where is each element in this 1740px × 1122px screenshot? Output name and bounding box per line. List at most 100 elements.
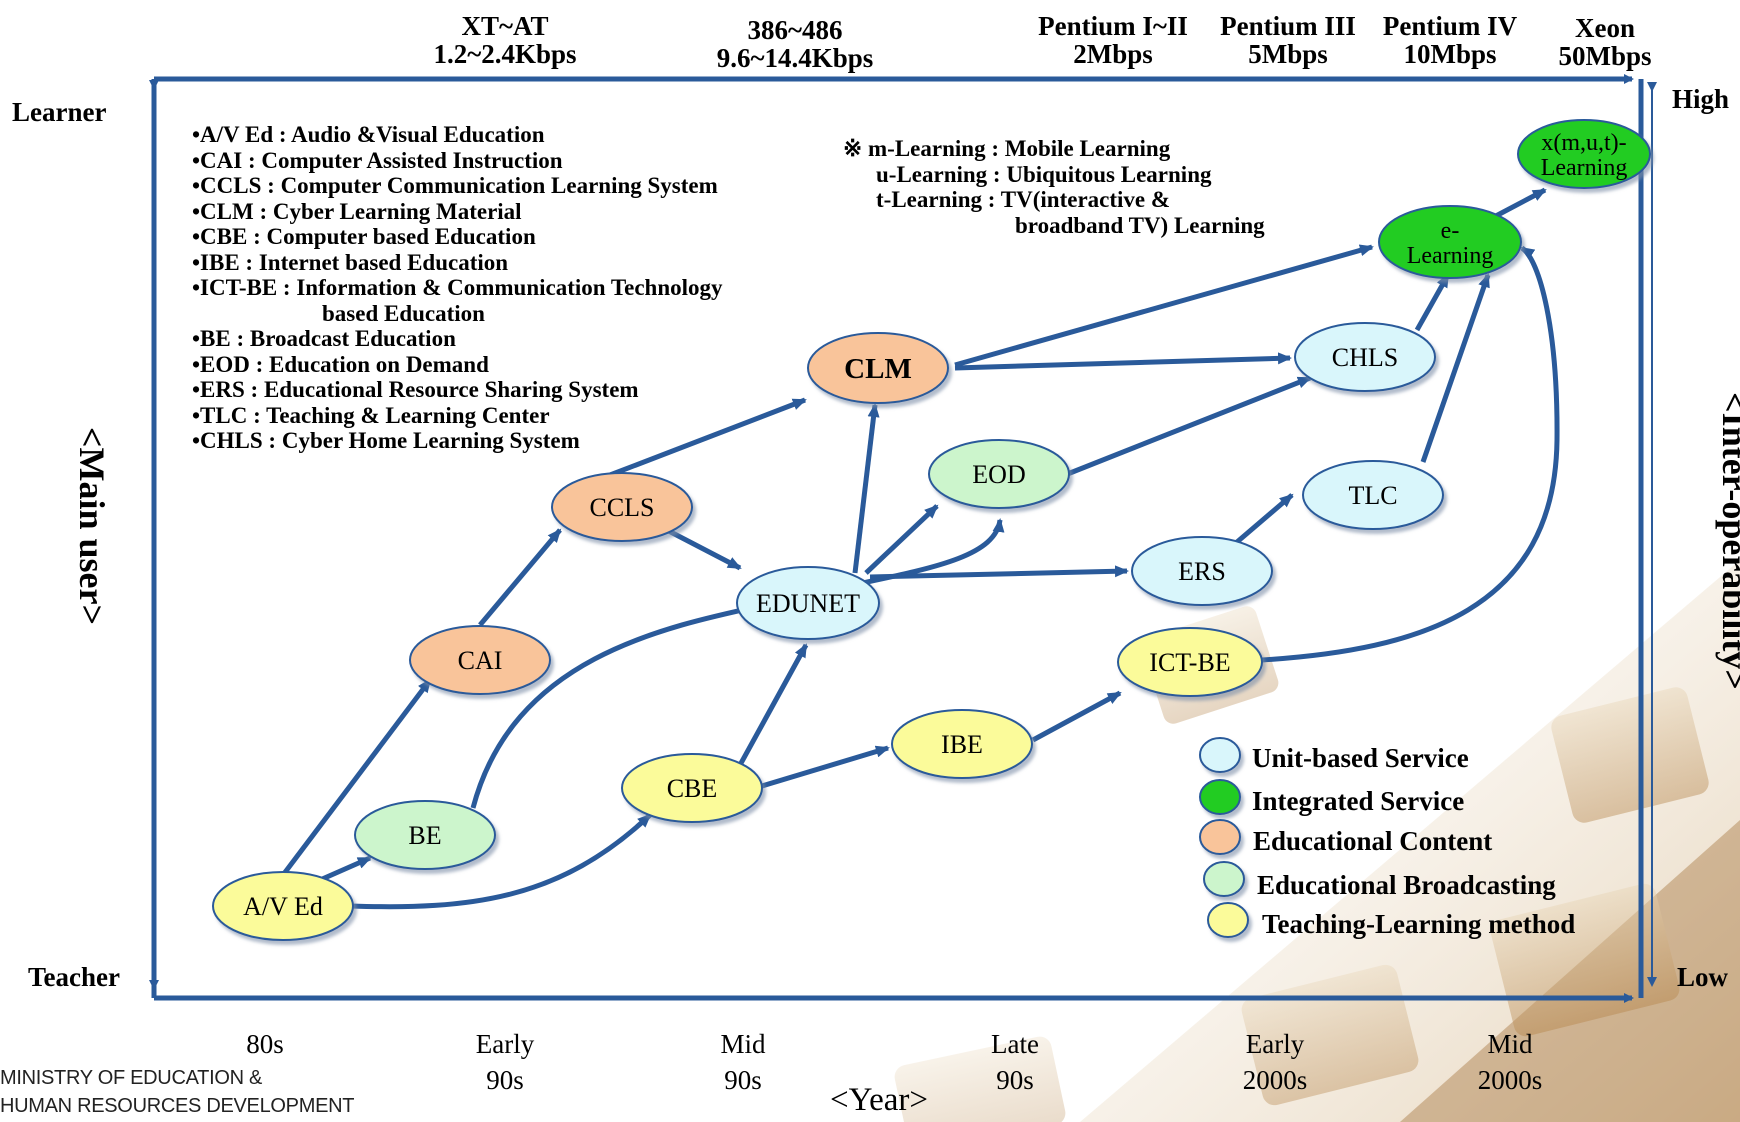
glossary-item: •CLM : Cyber Learning Material	[192, 198, 522, 224]
arrow-ibe-ictbe	[1031, 690, 1122, 743]
node-ict-be: ICT-BE	[1117, 627, 1263, 697]
interoperability-axis-title: <Inter-operability>	[1715, 392, 1740, 690]
node-ers: ERS	[1131, 536, 1273, 606]
legend-swatch-teaching	[1207, 902, 1249, 938]
node-label: CBE	[667, 774, 718, 803]
node-ellipse	[1294, 322, 1436, 392]
node-av-ed: A/V Ed	[212, 871, 354, 941]
tech-header-386-486: 386~486 9.6~14.4Kbps	[700, 16, 890, 72]
year-line1: Mid	[1487, 1029, 1533, 1059]
axis-right-top-label: High	[1672, 84, 1730, 114]
note-line: broadband TV) Learning	[1015, 212, 1265, 238]
node-be: BE	[354, 800, 496, 870]
year-line1: Early	[1245, 1029, 1305, 1059]
node-ellipse	[354, 800, 496, 870]
node-ellipse	[1302, 460, 1444, 530]
node-label: A/V Ed	[243, 892, 323, 921]
glossary-item: •A/V Ed : Audio &Visual Education	[192, 122, 545, 147]
year-line1: 80s	[246, 1029, 284, 1059]
glossary-item: •TLC : Teaching & Learning Center	[192, 402, 550, 428]
axis-right-bottom-label: Low	[1677, 962, 1729, 992]
ministry-footer-line1: MINISTRY OF EDUCATION &	[0, 1067, 263, 1089]
year-line1: Early	[475, 1029, 535, 1059]
year-axis-title: <Year>	[830, 1082, 929, 1118]
node-cai: CAI	[409, 625, 551, 695]
arrow-av-cbe	[349, 813, 652, 910]
tech-header-line1: XT~AT	[461, 11, 549, 41]
node-label: EDUNET	[756, 589, 860, 618]
node-ellipse	[1517, 119, 1651, 189]
node-clm: CLM	[807, 332, 949, 404]
node-e-learning: e-Learning	[1378, 205, 1522, 279]
note-line: ※ m-Learning : Mobile Learning	[843, 136, 1171, 161]
arrow-av-cai	[281, 678, 432, 877]
glossary-item: •BE : Broadcast Education	[192, 326, 456, 351]
tech-header-pentium-i-ii: Pentium I~II 2Mbps	[1018, 12, 1208, 68]
arrow-cai-ccls	[478, 528, 562, 627]
node-label: ICT-BE	[1149, 648, 1230, 677]
node-label: IBE	[941, 730, 983, 759]
arrow-edunet-eod	[864, 504, 939, 575]
arrow-elearning-x	[1490, 187, 1547, 221]
tech-header-line1: Pentium III	[1220, 11, 1356, 41]
arrow-tlc-elearning	[1420, 273, 1491, 463]
node-ellipse	[621, 753, 763, 823]
node-x-learning: x(m,u,t)-Learning	[1517, 119, 1651, 189]
tech-header-line2: 50Mbps	[1558, 41, 1652, 71]
node-ibe: IBE	[891, 709, 1033, 779]
node-label: ERS	[1178, 557, 1226, 586]
node-edunet: EDUNET	[736, 566, 880, 640]
node-ellipse	[1117, 627, 1263, 697]
legend-swatch-content	[1199, 819, 1241, 855]
node-ellipse	[409, 625, 551, 695]
arrow-eod-chls	[1064, 375, 1312, 478]
year-label-mid-90s: Mid 90s	[688, 1026, 798, 1098]
tech-header-pentium-iii: Pentium III 5Mbps	[1203, 12, 1373, 68]
arrow-cbe-edunet	[737, 643, 809, 767]
node-label: Learning	[1541, 155, 1628, 181]
glossary-item: •EOD : Education on Demand	[192, 351, 489, 377]
arrow-clm-elearning	[954, 244, 1374, 368]
node-eod: EOD	[928, 439, 1070, 509]
node-ellipse	[1131, 536, 1273, 606]
arrow-edunet-ers	[869, 565, 1129, 580]
node-ellipse	[212, 871, 354, 941]
tech-header-line2: 5Mbps	[1248, 39, 1328, 69]
node-label: CAI	[458, 646, 503, 675]
arrow-ers-tlc	[1228, 493, 1294, 550]
glossary-item: •IBE : Internet based Education	[192, 249, 509, 275]
year-label-80s: 80s	[210, 1026, 320, 1062]
legend-swatch-broadcasting	[1203, 861, 1245, 897]
node-label: CCLS	[589, 493, 654, 522]
legend-label-content: Educational Content	[1253, 826, 1493, 856]
arrow-ictbe-elearning	[1261, 245, 1560, 663]
tech-header-pentium-iv: Pentium IV 10Mbps	[1370, 12, 1530, 68]
year-line2: 2000s	[1477, 1065, 1543, 1095]
legend-label-integrated: Integrated Service	[1252, 786, 1465, 816]
learning-note: ※ m-Learning : Mobile Learning u-Learnin…	[843, 136, 1303, 246]
arrow-ccls-edunet	[661, 525, 742, 571]
glossary-item: •CHLS : Cyber Home Learning System	[192, 428, 580, 453]
glossary-item: •CAI : Computer Assisted Instruction	[192, 147, 563, 173]
ministry-footer: MINISTRY OF EDUCATION & HUMAN RESOURCES …	[0, 1064, 354, 1120]
year-label-late-90s: Late 90s	[960, 1026, 1070, 1098]
node-label: Learning	[1407, 243, 1494, 269]
year-label-mid-2000s: Mid 2000s	[1450, 1026, 1570, 1098]
tech-header-xt-at: XT~AT 1.2~2.4Kbps	[420, 12, 590, 68]
legend-label-unit: Unit-based Service	[1252, 743, 1469, 773]
axis-left-bottom-label: Teacher	[28, 962, 120, 992]
legend-label-broadcasting: Educational Broadcasting	[1257, 870, 1556, 900]
arrow-av-be	[318, 855, 372, 883]
tech-header-line2: 1.2~2.4Kbps	[433, 39, 577, 69]
arrow-clm-chls	[954, 352, 1292, 371]
year-line1: Mid	[720, 1029, 766, 1059]
tech-header-line1: 386~486	[747, 15, 843, 45]
node-ellipse	[807, 332, 949, 404]
arrow-ccls-clm	[609, 397, 807, 478]
year-line2: 2000s	[1242, 1065, 1308, 1095]
arrow-edunet-clm	[852, 403, 880, 574]
